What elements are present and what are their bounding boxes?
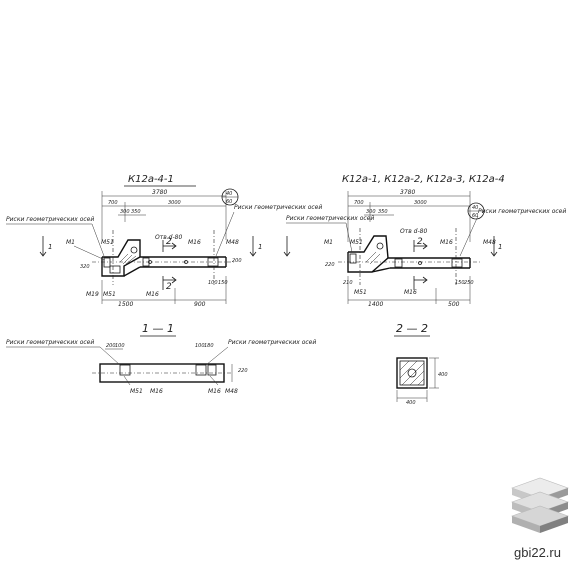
right-dim-3000: 3000 (414, 200, 427, 206)
left-m1: М1 (66, 239, 75, 246)
right-dim-150: 150 (455, 280, 465, 286)
s11-m51: М51 (130, 388, 143, 395)
left-axis-marks-right: Риски геометрических осей (234, 204, 322, 211)
right-sec2: 2 (417, 237, 423, 247)
left-axis-marks-left: Риски геометрических осей (6, 216, 94, 223)
left-dim-1500: 1500 (118, 301, 133, 308)
section-2-2-title: 2 — 2 (396, 322, 428, 335)
left-dim-total: 3780 (152, 189, 167, 196)
s11-dim-100: 100 (115, 343, 125, 349)
left-dim-900: 900 (194, 301, 206, 308)
left-circle-bot: 60 (226, 199, 232, 205)
s11-m16b: М16 (208, 388, 221, 395)
left-beam-drawing: К12а-4-1 3780 700 3000 300 350 (6, 174, 322, 308)
right-axis-marks-right: Риски геометрических осей (478, 208, 566, 215)
left-sec1: 1 (48, 243, 52, 251)
left-beam-title: К12а-4-1 (128, 174, 174, 185)
s22-dim-height: 400 (438, 372, 448, 378)
site-logo: gbi22.ru (511, 477, 569, 560)
left-sec2: 2 (166, 237, 172, 247)
s11-m48: М48 (225, 388, 238, 395)
left-m16b: М16 (146, 291, 159, 298)
stacked-slabs-icon (511, 477, 569, 533)
left-circle-top: 40 (226, 191, 232, 197)
s11-axis-marks-right: Риски геометрических осей (228, 339, 316, 346)
left-dim-100: 100 (208, 280, 218, 286)
left-sec2b: 2 (166, 282, 172, 292)
s11-m16: М16 (150, 388, 163, 395)
right-m48: М48 (483, 239, 496, 246)
left-hole-label: Отв d-80 (155, 234, 182, 241)
s22-dim-width: 400 (406, 400, 416, 406)
right-dim-total: 3780 (400, 189, 415, 196)
right-m16b: М16 (404, 289, 417, 296)
right-m16: М16 (440, 239, 453, 246)
left-sec1b: 1 (258, 243, 262, 251)
s11-dim-200: 200 (106, 343, 116, 349)
s11-dim-100b: 100 (195, 343, 205, 349)
section-1-1-drawing: 1 — 1 Риски геометрических осей Риски ге… (6, 322, 316, 395)
right-dim-500: 500 (448, 301, 460, 308)
right-beam-title: К12а-1, К12а-2, К12а-3, К12а-4 (342, 174, 505, 185)
section-2-2-drawing: 2 — 2 400 400 (394, 322, 448, 406)
left-dim-300: 300 (120, 209, 130, 215)
right-dim-700: 700 (354, 200, 364, 206)
left-m19: М19 (86, 291, 99, 298)
right-axis-marks-left: Риски геометрических осей (286, 215, 374, 222)
right-sec1: 1 (498, 243, 502, 251)
left-dim-350: 350 (131, 209, 141, 215)
right-m51b: М51 (354, 289, 367, 296)
right-dim-350: 350 (378, 209, 388, 215)
s11-dim-180: 180 (204, 343, 214, 349)
left-m48: М48 (226, 239, 239, 246)
left-m51: М51 (101, 239, 114, 246)
right-dim-1400: 1400 (368, 301, 383, 308)
right-circle-bot: 60 (472, 213, 478, 219)
left-dim-200: 200 (232, 258, 242, 264)
s11-dim-220: 220 (238, 368, 248, 374)
left-m16: М16 (188, 239, 201, 246)
left-dim-320: 320 (80, 264, 90, 270)
left-dim-3000: 3000 (168, 200, 181, 206)
site-name: gbi22.ru (514, 545, 561, 560)
right-dim-300: 300 (366, 209, 376, 215)
right-circle-top: 40 (472, 205, 478, 211)
left-dim-700: 700 (108, 200, 118, 206)
right-hole-label: Отв d-80 (400, 228, 427, 235)
right-dim-250: 250 (464, 280, 474, 286)
left-dim-150: 150 (218, 280, 228, 286)
right-m51: М51 (350, 239, 363, 246)
section-1-1-title: 1 — 1 (142, 322, 174, 335)
left-m51b: М51 (103, 291, 116, 298)
s11-axis-marks-left: Риски геометрических осей (6, 339, 94, 346)
right-beam-drawing: К12а-1, К12а-2, К12а-3, К12а-4 3780 700 … (283, 174, 566, 308)
right-dim-220: 220 (325, 262, 335, 268)
right-m1: М1 (324, 239, 333, 246)
